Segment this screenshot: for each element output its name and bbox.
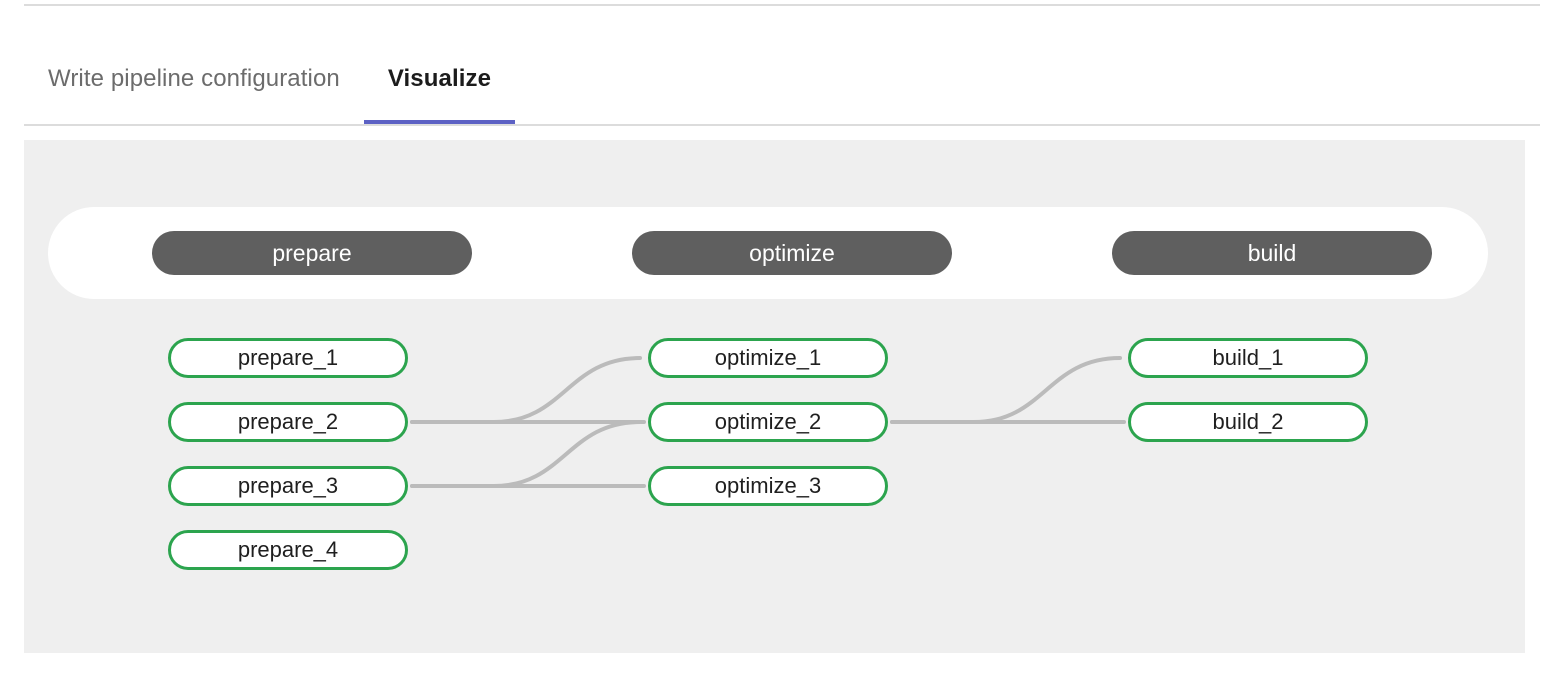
- job-node-prepare_1[interactable]: prepare_1: [168, 338, 408, 378]
- top-divider: [24, 4, 1540, 6]
- job-node-optimize_3[interactable]: optimize_3: [648, 466, 888, 506]
- tab-list: Write pipeline configuration Visualize: [24, 34, 516, 126]
- stage-pill-optimize: optimize: [632, 231, 952, 275]
- edge-prepare_3-to-optimize_2: [410, 420, 642, 488]
- job-node-build_2[interactable]: build_2: [1128, 402, 1368, 442]
- tab-visualize[interactable]: Visualize: [363, 34, 516, 124]
- tab-bar: Write pipeline configuration Visualize: [24, 34, 1540, 126]
- edge-optimize_2-to-build_1: [890, 356, 1122, 424]
- stage-header-strip: prepare optimize build: [48, 207, 1488, 299]
- job-node-prepare_3[interactable]: prepare_3: [168, 466, 408, 506]
- job-node-prepare_2[interactable]: prepare_2: [168, 402, 408, 442]
- tab-write-pipeline-configuration[interactable]: Write pipeline configuration: [48, 65, 340, 92]
- stage-pill-prepare: prepare: [152, 231, 472, 275]
- job-node-optimize_2[interactable]: optimize_2: [648, 402, 888, 442]
- job-node-build_1[interactable]: build_1: [1128, 338, 1368, 378]
- tab-bar-underline: [24, 124, 1540, 126]
- edge-prepare_2-to-optimize_1: [410, 356, 642, 424]
- job-node-optimize_1[interactable]: optimize_1: [648, 338, 888, 378]
- job-node-prepare_4[interactable]: prepare_4: [168, 530, 408, 570]
- stage-pill-build: build: [1112, 231, 1432, 275]
